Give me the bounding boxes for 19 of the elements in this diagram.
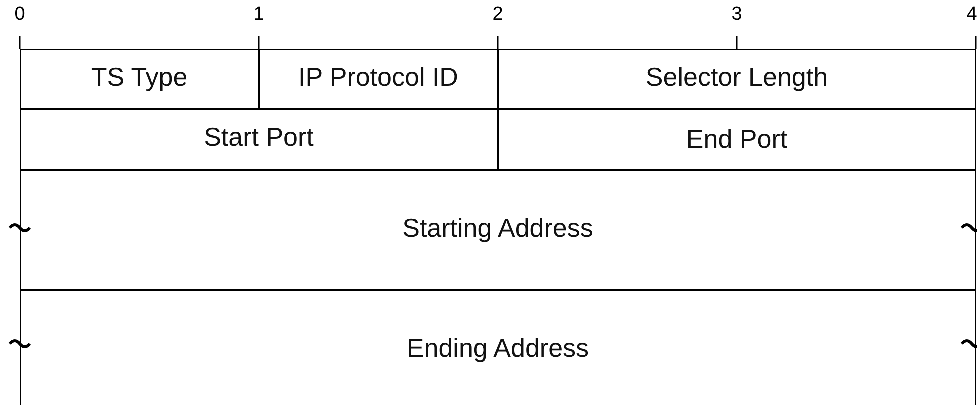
tick-label: 3 (732, 4, 742, 26)
tick-label: 2 (492, 4, 504, 26)
field-label: IP Protocol ID (298, 62, 458, 94)
field-box (498, 109, 976, 170)
tick-label: 0 (14, 4, 26, 26)
field-box (20, 49, 259, 109)
field-label: Start Port (204, 122, 314, 154)
field-box (498, 49, 976, 109)
field-box (20, 109, 498, 170)
tick-label: 4 (966, 4, 977, 26)
field-box (259, 49, 498, 109)
field-label: Ending Address (406, 333, 590, 365)
tick-label: 1 (254, 4, 264, 26)
field-box (20, 170, 976, 290)
field-label: End Port (686, 124, 788, 156)
field-label: Starting Address (402, 213, 594, 245)
field-label: Selector Length (646, 62, 828, 94)
field-label: TS Type (91, 62, 188, 94)
field-box (20, 290, 976, 405)
